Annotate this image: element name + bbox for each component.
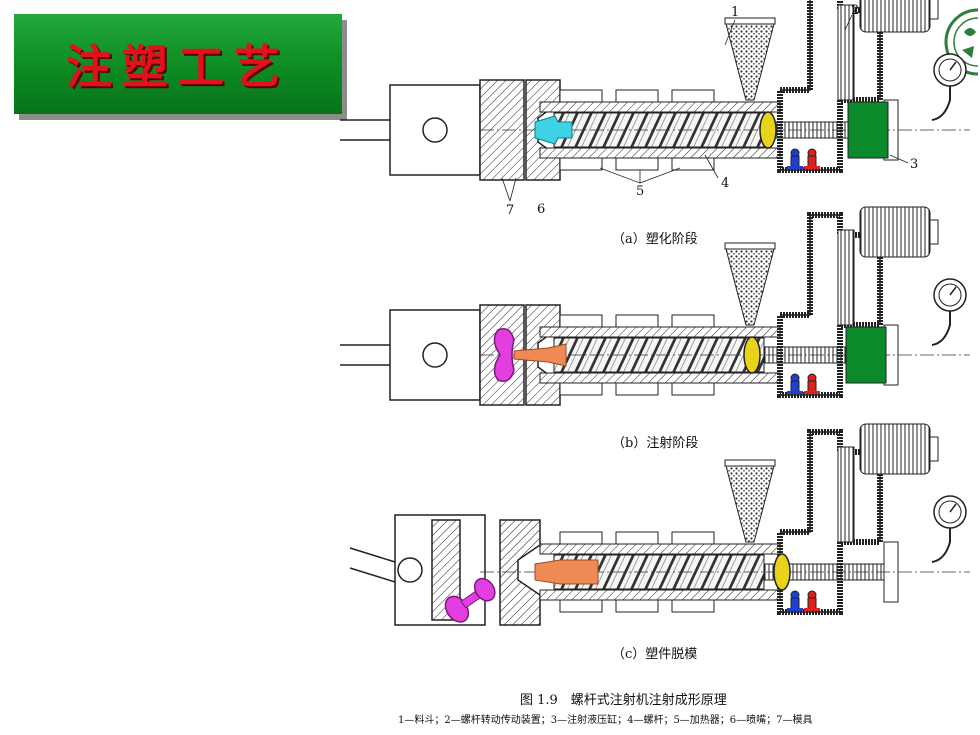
- caption-stage-c: （c）塑件脱模: [612, 647, 698, 662]
- callout-7: 7: [506, 203, 515, 218]
- caption-stage-b: （b）注射阶段: [612, 436, 699, 451]
- stage-b-diagram: [339, 207, 970, 406]
- callout-3: 3: [910, 157, 919, 172]
- stage-a-diagram: [339, 0, 970, 202]
- callout-2: 2: [851, 3, 860, 18]
- caption-stage-a: （a）塑化阶段: [612, 232, 698, 247]
- title-banner: 注塑工艺: [14, 14, 342, 114]
- callout-5: 5: [636, 184, 645, 199]
- callout-6: 6: [537, 202, 546, 217]
- figure-caption: 图 1.9 螺杆式注射机注射成形原理: [520, 693, 727, 708]
- stage-c-diagram: [349, 424, 970, 626]
- callout-4: 4: [721, 176, 730, 191]
- figure-legend: 1—料斗；2—螺杆转动传动装置；3—注射液压缸；4—螺杆；5—加热器；6—喷嘴；…: [398, 715, 813, 726]
- callout-1: 1: [731, 5, 740, 20]
- title-text: 注塑工艺: [66, 40, 290, 94]
- logo-emblem: [942, 2, 978, 82]
